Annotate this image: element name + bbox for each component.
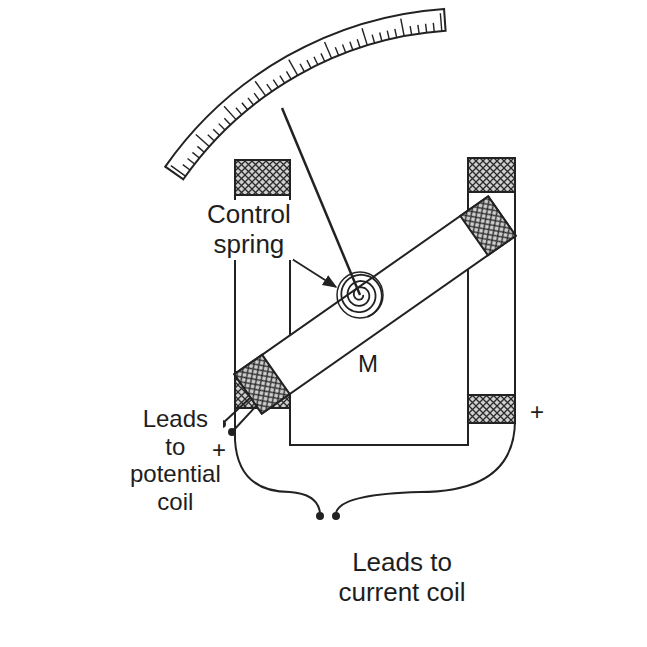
- scale-tick: [213, 129, 219, 135]
- frame-line: [514, 158, 516, 420]
- scale-tick: [286, 71, 291, 79]
- scale-tick: [362, 28, 367, 45]
- scale-tick: [372, 35, 374, 44]
- lead-wire: [336, 420, 515, 513]
- spring-outline: [337, 272, 383, 318]
- fixed-coil-section: [468, 395, 515, 423]
- scale-tick: [307, 60, 311, 68]
- scale-tick: [254, 93, 259, 100]
- scale-tick: [196, 135, 209, 147]
- scale-tick: [350, 42, 353, 50]
- scale-tick: [197, 146, 204, 152]
- scale-tick: [387, 31, 389, 40]
- scale-tick: [188, 158, 195, 164]
- scale-tick: [325, 42, 332, 59]
- control-spring: [337, 272, 383, 318]
- scale-tick: [242, 103, 248, 110]
- scale-tick: [171, 166, 186, 176]
- terminal-dot: [333, 513, 339, 519]
- scale-tick: [208, 135, 215, 141]
- pointer: [282, 108, 360, 295]
- scale-tick: [273, 80, 278, 88]
- scale-tick: [426, 24, 427, 33]
- scale-tick: [300, 64, 304, 72]
- scale-tick: [236, 108, 242, 115]
- polarity-sign: +: [530, 398, 544, 426]
- scale-tick: [224, 118, 230, 125]
- scale-tick: [248, 98, 254, 105]
- scale-tick: [183, 165, 190, 170]
- scale-tick: [267, 84, 272, 91]
- scale-tick: [280, 76, 285, 84]
- terminal-dot: [229, 429, 235, 435]
- scale-tick: [410, 26, 412, 35]
- spiral-spring: [341, 275, 381, 317]
- part-label: Control spring: [205, 200, 293, 260]
- scale-tick: [255, 81, 266, 96]
- scale-tick: [289, 60, 298, 76]
- scale-tick: [357, 39, 360, 48]
- lead-wire: [232, 404, 258, 432]
- scale-tick: [380, 33, 382, 42]
- current-coil-leads: [235, 420, 515, 519]
- scale-tick: [314, 57, 318, 65]
- leader-line: [292, 259, 336, 287]
- scale-tick: [418, 25, 419, 34]
- scale-tick: [433, 23, 435, 32]
- scale-tick: [395, 29, 397, 38]
- terminal-dot: [317, 513, 323, 519]
- scale-tick: [335, 47, 338, 55]
- lead-wire: [235, 440, 320, 513]
- scale-band: [165, 9, 445, 179]
- scale-tick: [219, 124, 225, 130]
- scale-tick: [343, 44, 346, 52]
- scale-tick: [192, 152, 199, 158]
- moving-coil-section: [460, 196, 515, 255]
- potential-coil-leads: [219, 398, 258, 435]
- lead-label: Leads to potential coil: [128, 405, 223, 515]
- lead-label: Leads to current coil: [312, 548, 492, 608]
- lead-wire: [222, 398, 250, 424]
- fixed-coil-section: [468, 158, 515, 192]
- scale-tick: [440, 13, 441, 31]
- polarity-sign: +: [212, 436, 226, 464]
- scale-tick: [321, 53, 325, 61]
- scale-tick: [401, 19, 404, 37]
- part-label: M: [358, 350, 378, 378]
- scale-tick: [224, 106, 236, 119]
- fixed-coil-section: [235, 160, 290, 195]
- scale-arc: [165, 9, 445, 179]
